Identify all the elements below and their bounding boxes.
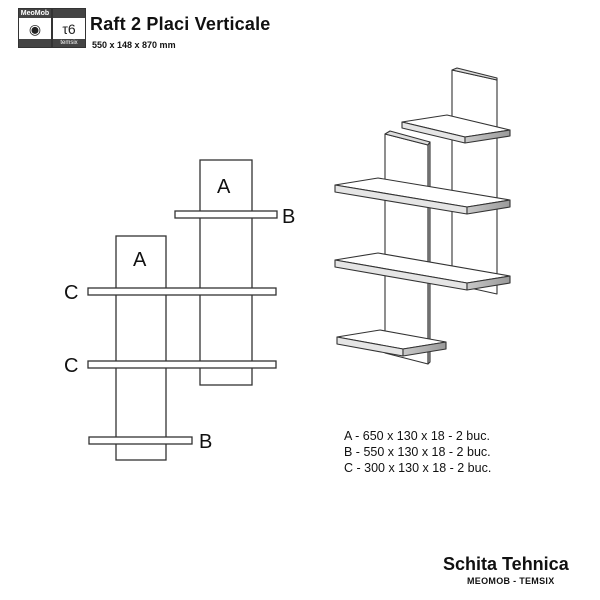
panel-front-face: [384, 133, 429, 365]
footer-title: Schita Tehnica: [443, 554, 569, 574]
spec-line-b: B - 550 x 130 x 18 - 2 buc.: [344, 445, 491, 459]
shelf-b-top: [174, 210, 278, 219]
shelf-lower-side: [466, 275, 511, 291]
shelf-c-upper: [87, 287, 277, 296]
shelf-b-bottom: [88, 436, 193, 445]
label-shelf-b-top: B: [282, 206, 295, 228]
footer-subtitle: MEOMOB - TEMSIX: [467, 576, 555, 586]
panel-a-left: [115, 235, 167, 461]
meomob-logo: MeoMob ◉: [18, 8, 52, 48]
panel-back-front: [451, 69, 498, 295]
shelf-bottom-side: [402, 341, 447, 357]
label-panel-a-right: A: [217, 176, 231, 198]
t6-icon: τ6: [62, 21, 76, 37]
panel-back-top: [451, 67, 498, 81]
label-shelf-c-upper: C: [64, 282, 78, 304]
perspective-view: [334, 67, 511, 365]
temsix-logo: τ6 temsix: [52, 8, 86, 48]
spiral-icon: ◉: [28, 21, 42, 37]
spec-line-c: C - 300 x 130 x 18 - 2 buc.: [344, 461, 492, 475]
label-shelf-c-lower: C: [64, 355, 78, 377]
shelf-upper-side: [466, 199, 511, 215]
temsix-logo-top: [53, 9, 85, 18]
panel-a-right: [199, 159, 253, 386]
shelf-c-lower: [87, 360, 277, 369]
overall-dimensions: 550 x 148 x 870 mm: [92, 40, 176, 50]
spec-line-a: A - 650 x 130 x 18 - 2 buc.: [344, 429, 490, 443]
label-shelf-b-bottom: B: [199, 431, 212, 453]
page-title: Raft 2 Placi Verticale: [90, 14, 271, 34]
front-view: [87, 159, 278, 461]
temsix-logo-label: temsix: [53, 39, 85, 47]
label-panel-a-left: A: [133, 249, 147, 271]
meomob-logo-foot: [19, 39, 51, 47]
shelf-top-side: [464, 129, 511, 144]
meomob-logo-label: MeoMob: [19, 9, 51, 18]
front-view-labels: A A B C C B: [64, 176, 295, 453]
panel-front-side: [427, 141, 431, 365]
